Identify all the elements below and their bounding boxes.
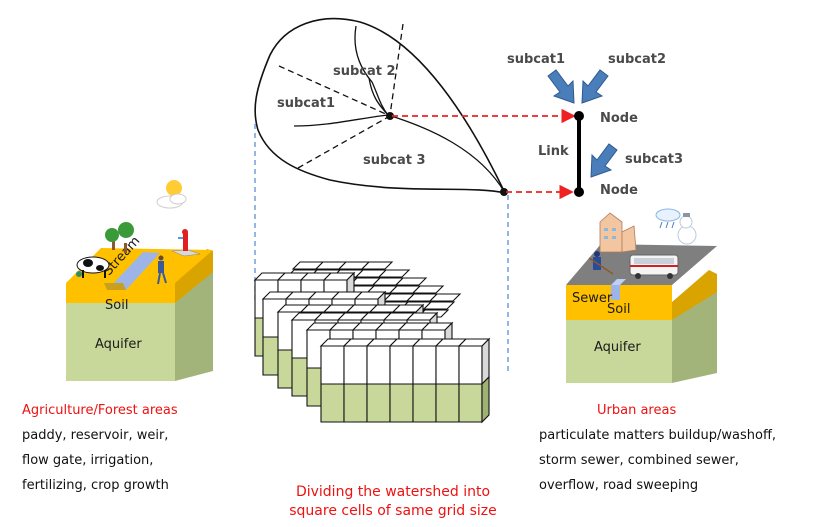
node-upper xyxy=(574,111,584,121)
urban-line: overflow, road sweeping xyxy=(539,478,699,493)
agriculture-line: paddy, reservoir, weir, xyxy=(22,428,169,443)
grid-cell-top xyxy=(428,293,462,302)
grid-cell-top xyxy=(377,269,411,278)
grid-caption-line: Dividing the watershed into xyxy=(295,484,491,500)
grid-cell-front xyxy=(435,345,460,385)
grid-cell-base xyxy=(320,383,345,423)
outlet-node-inner xyxy=(386,112,394,120)
grid-cell-front xyxy=(343,345,368,385)
grid-cell-top xyxy=(360,261,394,270)
urban-line: particulate matters buildup/washoff, xyxy=(539,428,777,443)
agriculture-title: Agriculture/Forest areas xyxy=(22,403,178,418)
node-upper-label: Node xyxy=(600,111,638,126)
grid-cell-top xyxy=(411,285,445,294)
inflow-subcat1-label: subcat1 xyxy=(507,52,565,67)
subcat3-label: subcat 3 xyxy=(363,153,426,168)
sun-cloud-icon xyxy=(156,180,187,209)
grid-cell-base xyxy=(366,383,391,423)
stream-network xyxy=(293,25,506,194)
grid-cell-base xyxy=(343,383,368,423)
farmer-icon xyxy=(157,255,167,285)
subcat1-label: subcat1 xyxy=(277,96,335,111)
inflow-arrow-subcat1-icon xyxy=(547,69,575,104)
agriculture-description: Agriculture/Forest areas paddy, reservoi… xyxy=(22,398,178,498)
outlet-node-outer xyxy=(500,188,508,196)
inflow-arrow-subcat2-icon xyxy=(581,69,609,104)
grid-caption: Dividing the watershed into square cells… xyxy=(262,483,524,521)
subcatchment-boundaries xyxy=(278,23,404,169)
subcat2-label: subcat 2 xyxy=(333,64,396,79)
grid-cell-base xyxy=(389,383,414,423)
grid-cell-front xyxy=(366,345,391,385)
urban-aquifer-label: Aquifer xyxy=(594,340,641,355)
grid-cell-base xyxy=(458,383,483,423)
grid-cell-front xyxy=(458,345,483,385)
grid-cell-front xyxy=(320,345,345,385)
inflow-subcat2-label: subcat2 xyxy=(608,52,666,67)
grid-caption-line: square cells of same grid size xyxy=(289,503,497,519)
inflow-arrow-subcat3-icon xyxy=(590,143,618,178)
snowman-icon xyxy=(655,208,697,245)
tree-icon xyxy=(105,222,134,253)
agri-soil-label: Soil xyxy=(105,298,128,313)
grid-cell-side xyxy=(481,337,490,386)
urban-title: Urban areas xyxy=(597,403,677,418)
sewer-label: Sewer xyxy=(572,291,613,306)
inflow-subcat3-label: subcat3 xyxy=(625,152,683,167)
grid-cell-base xyxy=(412,383,437,423)
building-icon xyxy=(599,212,637,253)
grid-cell-front xyxy=(412,345,437,385)
water-pump-icon xyxy=(171,229,201,257)
urban-description: Urban areas particulate matters buildup/… xyxy=(539,398,776,498)
street-sweeper-icon xyxy=(588,251,614,275)
watershed-boundary xyxy=(254,17,507,195)
grid-cell-top xyxy=(394,277,428,286)
link-label: Link xyxy=(538,144,569,159)
urban-soil-label: Soil xyxy=(607,302,630,317)
grid-cell-front xyxy=(389,345,414,385)
agriculture-block xyxy=(66,248,213,381)
grid-cell-base xyxy=(435,383,460,423)
urban-line: storm sewer, combined sewer, xyxy=(539,453,739,468)
agriculture-line: fertilizing, crop growth xyxy=(22,478,169,493)
grid-cell-side xyxy=(481,375,490,424)
node-lower xyxy=(574,187,584,197)
bus-icon xyxy=(629,254,679,279)
agriculture-line: flow gate, irrigation, xyxy=(22,453,154,468)
grid-cell-top xyxy=(422,301,456,310)
cow-icon xyxy=(76,256,110,278)
grid-cells xyxy=(253,261,491,424)
agri-aquifer-label: Aquifer xyxy=(95,337,142,352)
node-lower-label: Node xyxy=(600,183,638,198)
